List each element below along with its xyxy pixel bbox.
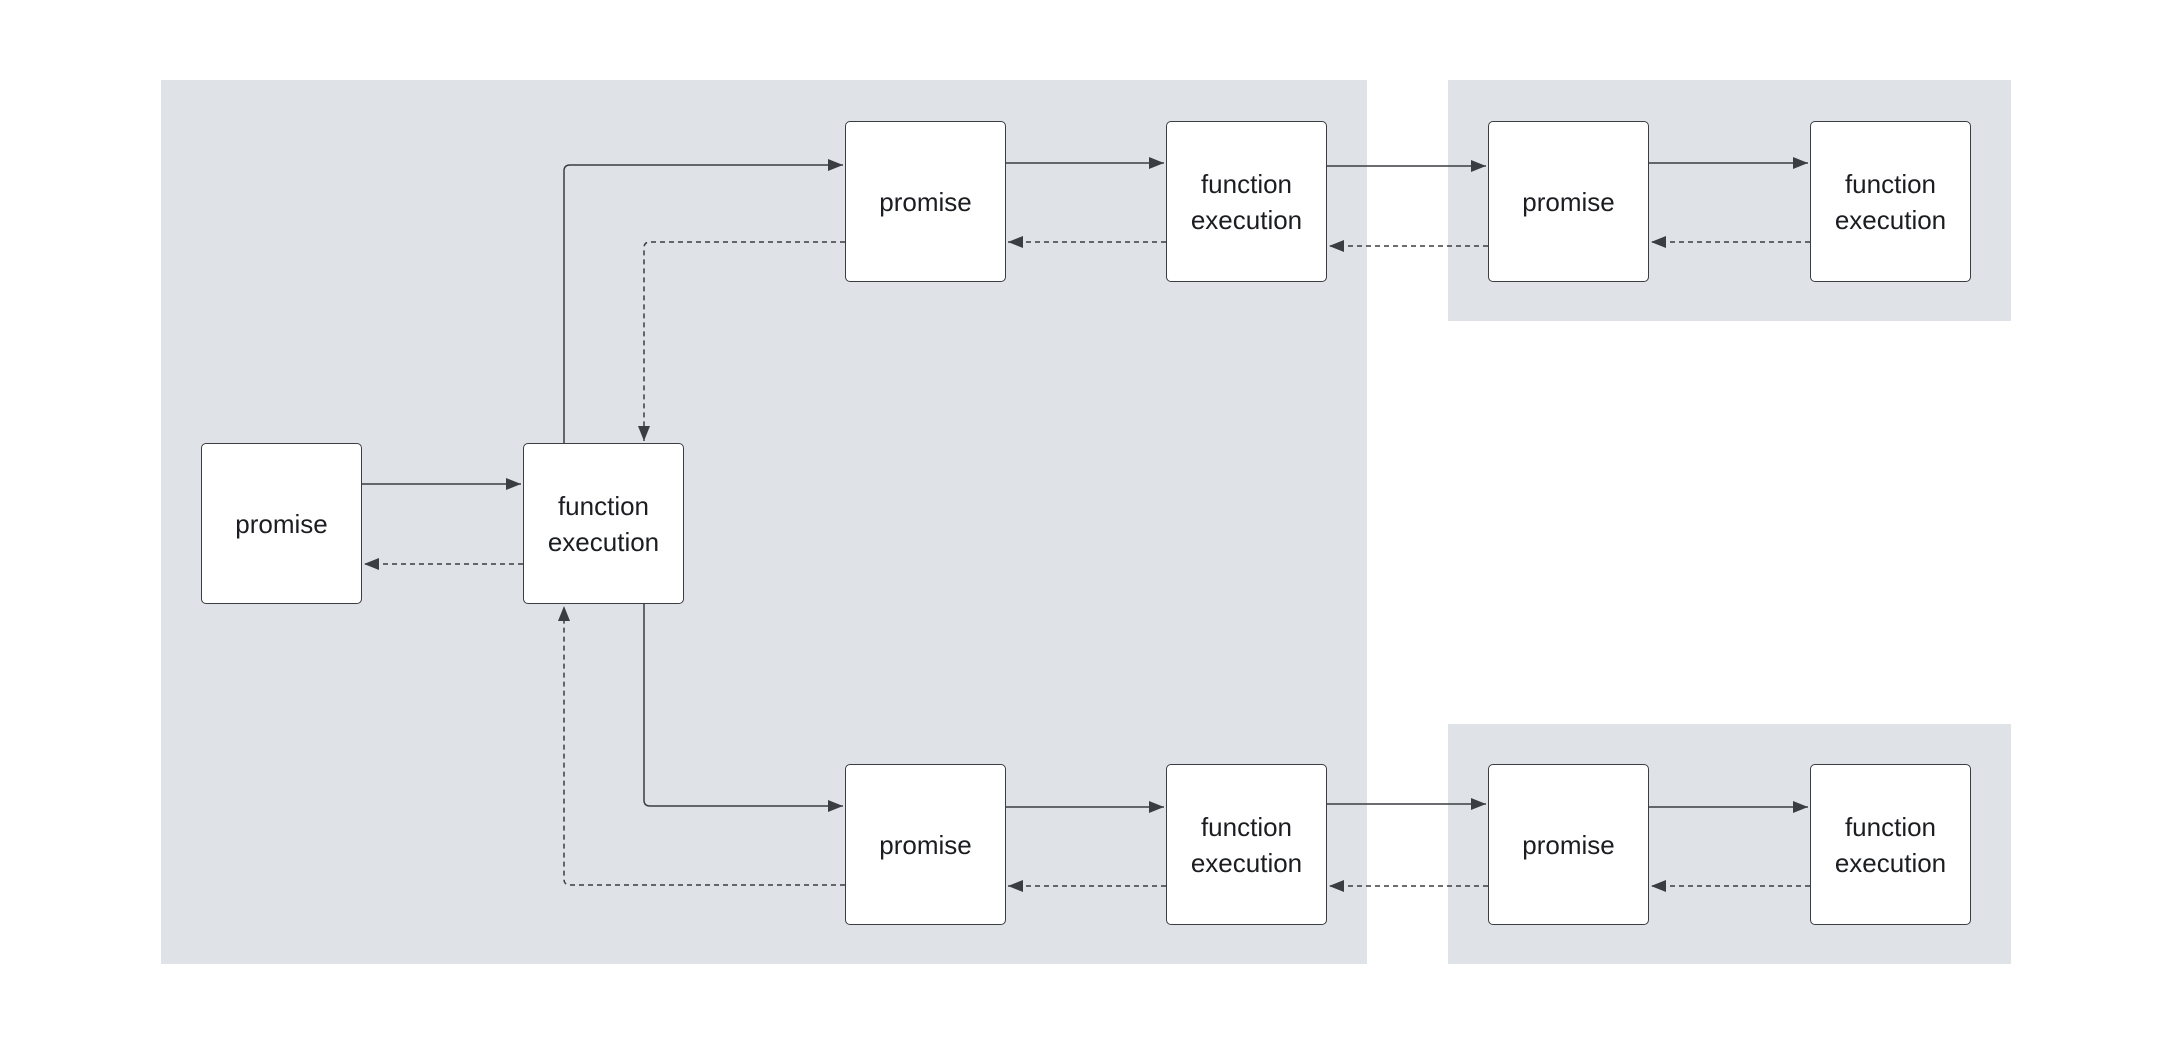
node-label: function execution: [1834, 811, 1947, 878]
top-right-function-execution-node[interactable]: function execution: [1810, 121, 1971, 282]
node-label: promise: [879, 186, 972, 217]
edge-n-top-promise-to-n-root-exec-return: [638, 241, 845, 441]
bottom-promise-node[interactable]: promise: [845, 764, 1006, 925]
top-function-execution-node[interactable]: function execution: [1166, 121, 1327, 282]
node-label: function execution: [1834, 168, 1947, 235]
node-label: function execution: [1190, 811, 1303, 878]
node-label: promise: [1522, 829, 1615, 860]
node-label: function execution: [547, 490, 660, 557]
bottom-function-execution-node[interactable]: function execution: [1166, 764, 1327, 925]
edge-n-root-exec-to-n-top-promise-call: [563, 159, 843, 443]
node-label: promise: [879, 829, 972, 860]
top-promise-node[interactable]: promise: [845, 121, 1006, 282]
bottom-right-function-execution-node[interactable]: function execution: [1810, 764, 1971, 925]
bottom-right-promise-node[interactable]: promise: [1488, 764, 1649, 925]
top-right-promise-node[interactable]: promise: [1488, 121, 1649, 282]
root-promise-node[interactable]: promise: [201, 443, 362, 604]
node-label: function execution: [1190, 168, 1303, 235]
root-function-execution-node[interactable]: function execution: [523, 443, 684, 604]
edge-n-root-exec-to-n-bottom-promise-call: [643, 604, 843, 812]
edge-n-bottom-promise-to-n-root-exec-return: [558, 606, 845, 886]
node-label: promise: [1522, 186, 1615, 217]
node-label: promise: [235, 508, 328, 539]
